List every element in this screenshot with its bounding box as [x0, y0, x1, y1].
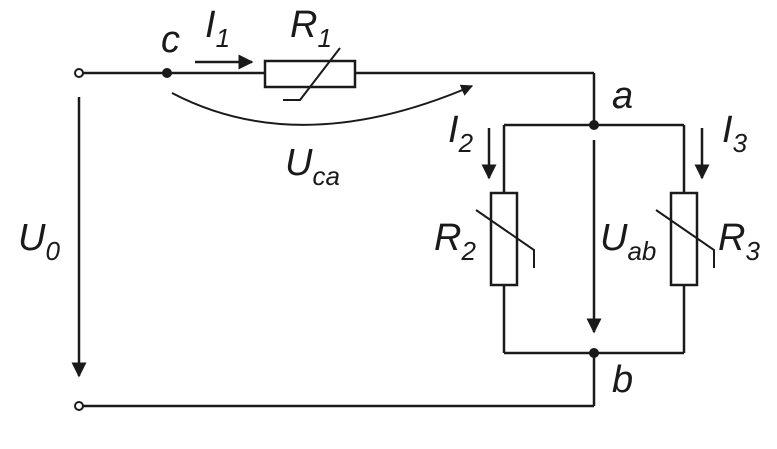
label-r1: R1: [290, 4, 332, 53]
node-a-dot: [589, 120, 599, 130]
r2-nonlinear-mark: [475, 209, 535, 268]
resistor-r2: [489, 191, 519, 287]
label-i3: I3: [722, 109, 748, 158]
resistor-r1: [263, 59, 357, 89]
uca-arrow: [171, 84, 474, 126]
resistor-r3: [669, 191, 699, 287]
label-i2: I2: [448, 109, 474, 158]
bottom-terminal: [74, 401, 84, 411]
r1-nonlinear-mark: [283, 47, 341, 101]
label-node-b: b: [612, 359, 633, 401]
label-r2: R2: [434, 217, 476, 266]
label-u0: U0: [18, 217, 60, 266]
label-r3: R3: [718, 217, 760, 266]
top-terminal: [74, 68, 84, 78]
node-c-dot: [162, 68, 172, 78]
label-i1: I1: [205, 4, 230, 53]
label-uca: Uca: [285, 142, 340, 191]
label-node-a: a: [612, 75, 633, 117]
label-node-c: c: [161, 19, 180, 61]
r3-nonlinear-mark: [655, 209, 715, 268]
label-uab: Uab: [600, 217, 656, 266]
